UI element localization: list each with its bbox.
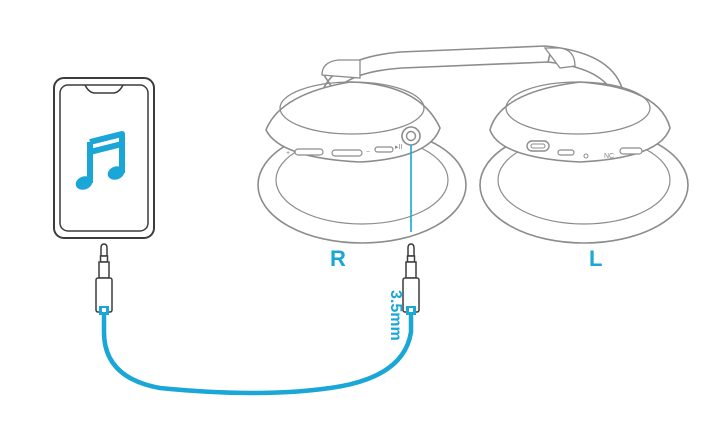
left-label: L (589, 246, 603, 271)
phone-icon (53, 77, 155, 239)
aux-cable-icon (95, 243, 420, 396)
music-note-icon (75, 131, 125, 190)
right-label: R (330, 246, 346, 271)
nc-mark: NC (604, 153, 614, 160)
jack-size-label: 3.5mm (387, 290, 404, 341)
volume-up-mark: + (286, 150, 290, 157)
headphones-icon (257, 45, 689, 244)
play-pause-mark: ▸II (395, 144, 402, 151)
volume-down-mark: − (366, 149, 370, 156)
